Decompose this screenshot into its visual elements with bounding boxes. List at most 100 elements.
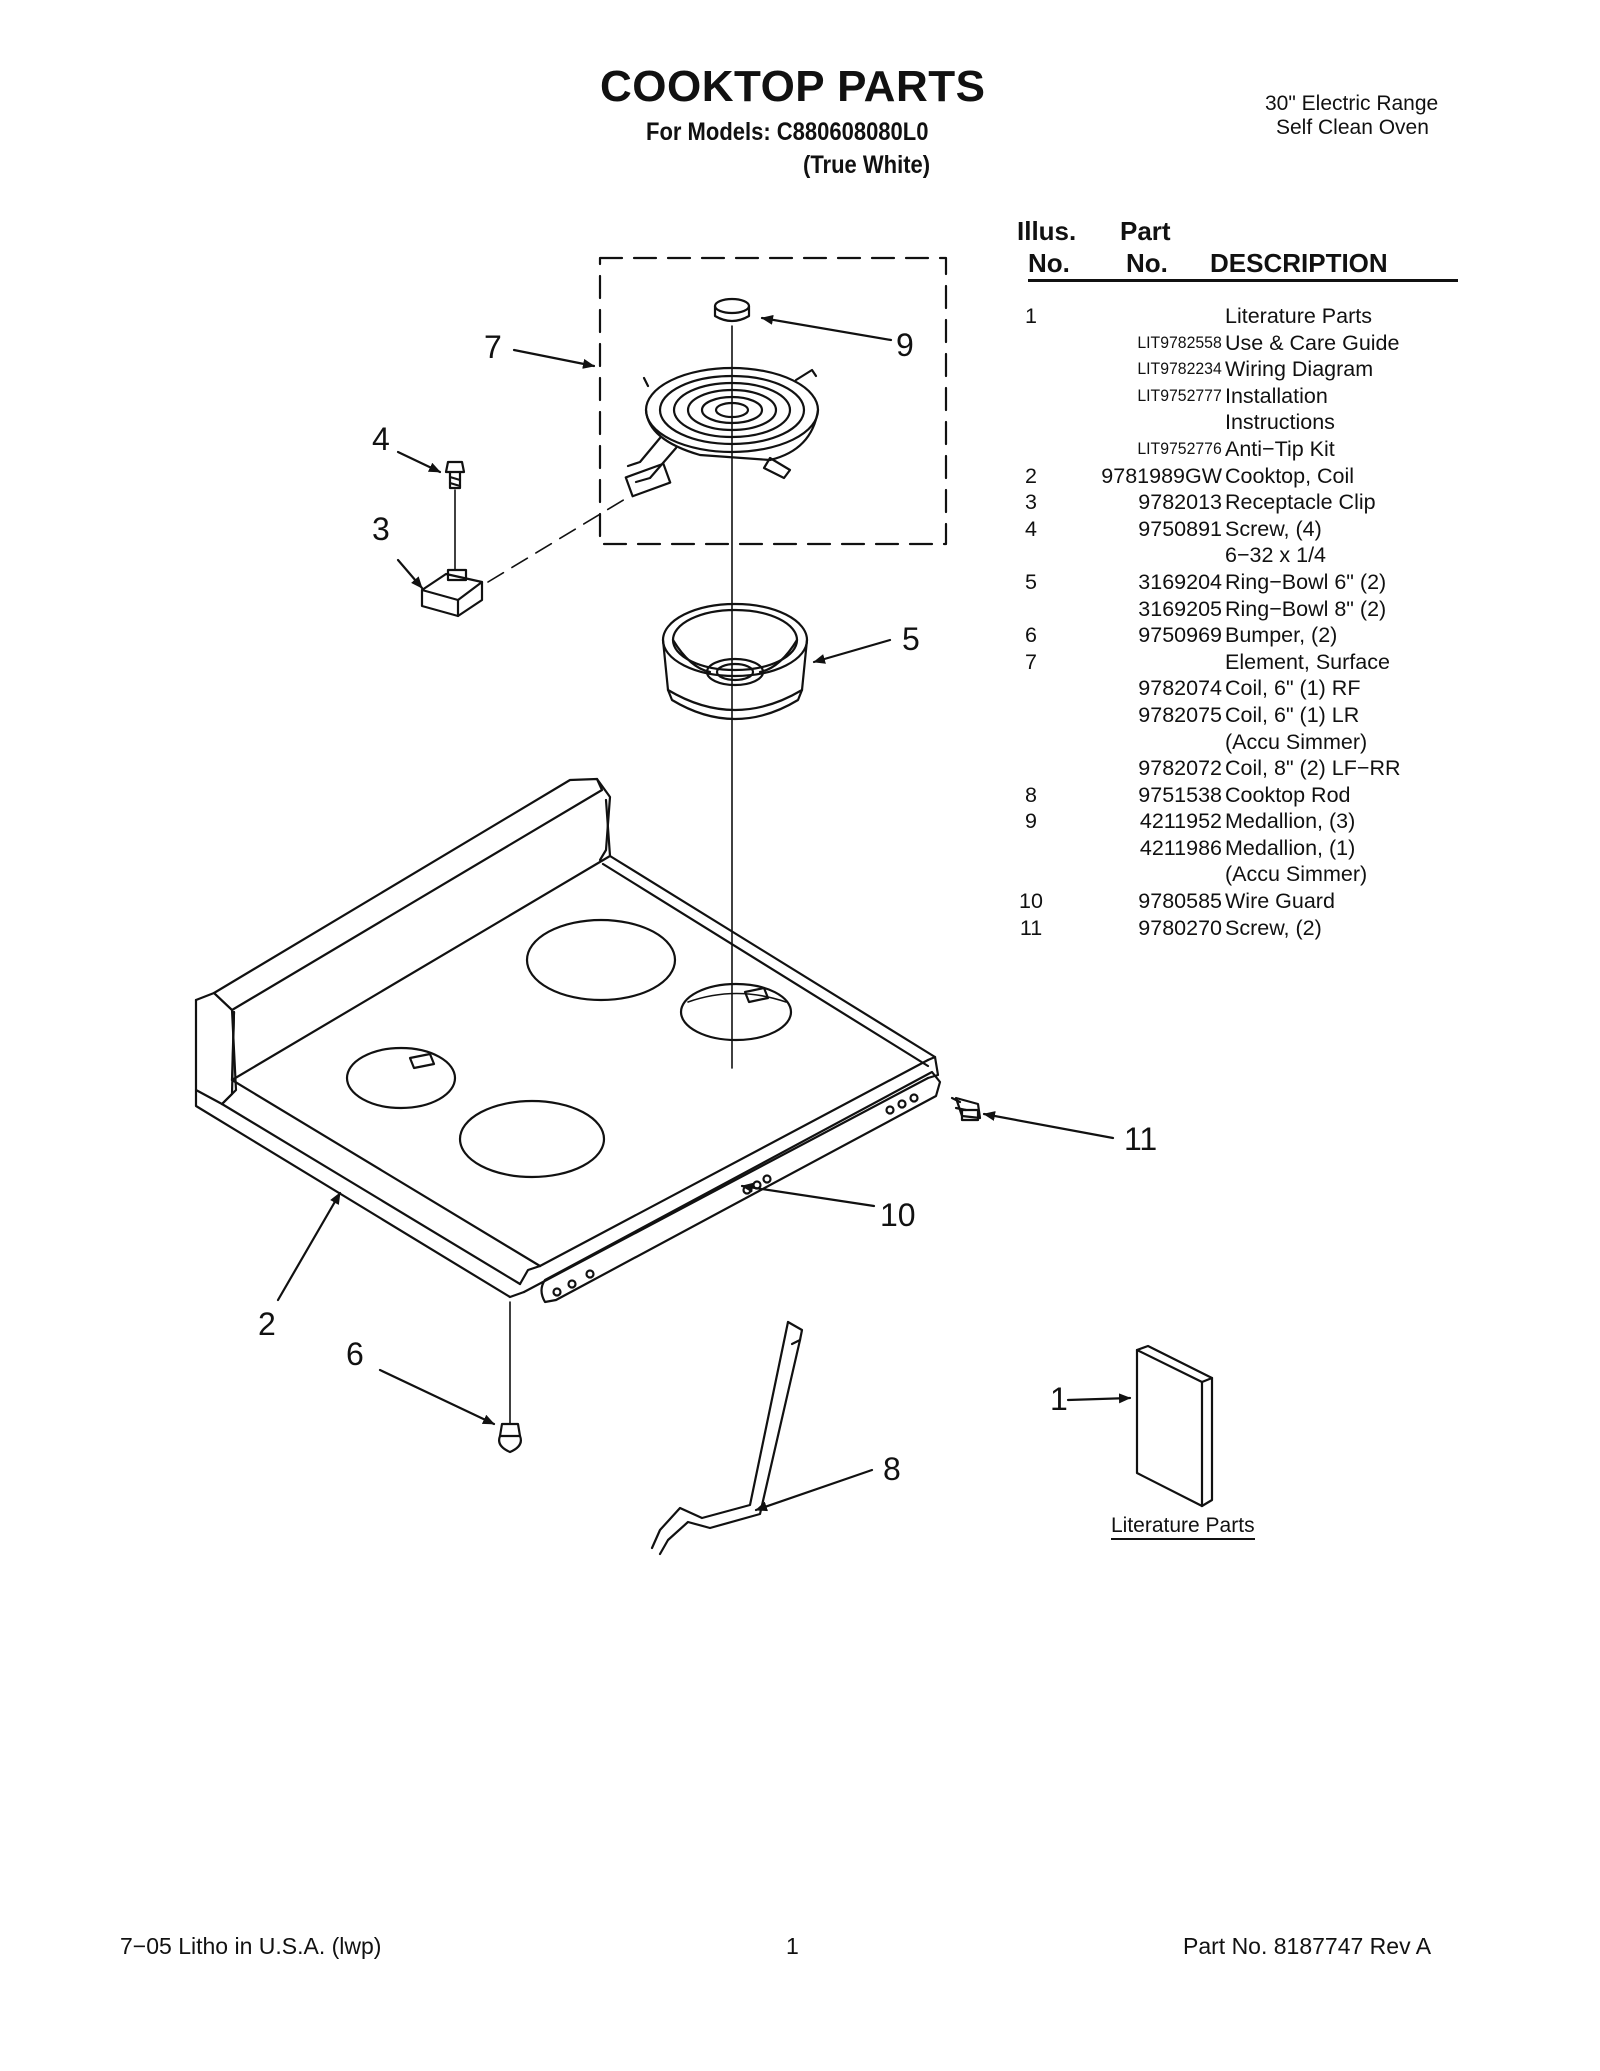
part-number: 9780585 <box>1138 889 1222 914</box>
part-description: Instructions <box>1225 410 1335 435</box>
illus-number: 1 <box>1025 304 1037 328</box>
part-number: 9780270 <box>1138 915 1222 940</box>
part-description: Ring−Bowl 8" (2) <box>1225 596 1387 621</box>
leader-7 <box>512 348 596 369</box>
part-number: LIT9752777 <box>1137 385 1222 405</box>
part-number: 4211952 <box>1139 809 1222 834</box>
part-description: Installation <box>1225 383 1328 408</box>
part-description: Coil, 6" (1) LR <box>1225 702 1360 727</box>
part-description: Cooktop Rod <box>1225 782 1351 807</box>
part-description: Screw, (4) <box>1225 516 1322 541</box>
footer-litho: 7−05 Litho in U.S.A. (lwp) <box>120 1933 382 1959</box>
part-number: 9750891 <box>1138 516 1222 541</box>
leader-11 <box>982 1111 1115 1140</box>
part-description: Use & Care Guide <box>1225 330 1400 355</box>
receptacle-clip <box>420 568 484 618</box>
models-line: For Models: C880608080L0 <box>646 118 929 146</box>
parts-row: 6−32 x 1/4 <box>1010 542 1480 569</box>
part-number: 9750969 <box>1138 623 1222 648</box>
literature-booklet <box>1135 1344 1214 1508</box>
callout-11: 11 <box>1124 1121 1157 1157</box>
cooktop-panel <box>194 777 940 1299</box>
cooktop-rod <box>650 1320 804 1556</box>
part-description: Medallion, (3) <box>1225 809 1356 834</box>
leader-10 <box>740 1182 876 1208</box>
leader-2 <box>276 1191 342 1302</box>
page-number: 1 <box>786 1933 799 1959</box>
callout-7: 7 <box>484 329 502 365</box>
wire-guard <box>540 1070 942 1304</box>
part-number: 3169205 <box>1138 596 1222 621</box>
part-description: Bumper, (2) <box>1225 623 1338 648</box>
part-description: Cooktop, Coil <box>1225 463 1355 488</box>
illus-number: 5 <box>1025 569 1037 594</box>
page-title: COOKTOP PARTS <box>600 62 986 111</box>
part-number: LIT9752776 <box>1137 438 1222 458</box>
literature-parts-caption: Literature Parts <box>1111 1514 1255 1540</box>
range-type-line: 30" Electric Range <box>1265 92 1439 115</box>
part-number: 4211986 <box>1139 835 1222 860</box>
color-line: (True White) <box>803 151 931 179</box>
bumper <box>498 1422 522 1454</box>
part-number: 9782013 <box>1138 490 1222 515</box>
illus-number: 3 <box>1025 490 1037 515</box>
medallion-cap <box>713 297 751 323</box>
illus-number: 2 <box>1025 463 1037 488</box>
col-illus-header-2: No. <box>1028 248 1070 278</box>
table-header-rule <box>1028 279 1458 282</box>
callout-4: 4 <box>372 421 390 457</box>
oven-type-line: Self Clean Oven <box>1276 116 1429 139</box>
callout-10: 10 <box>880 1197 916 1233</box>
col-part-header-2: No. <box>1126 248 1168 278</box>
leader-3 <box>396 558 424 590</box>
part-number: 9782072 <box>1138 756 1222 781</box>
part-description: Literature Parts <box>1225 304 1372 328</box>
part-description: (Accu Simmer) <box>1225 862 1368 887</box>
part-description: Wire Guard <box>1225 889 1335 914</box>
leader-1 <box>1066 1393 1132 1404</box>
callout-1: 1 <box>1050 1381 1068 1417</box>
parts-row: (Accu Simmer) <box>1010 729 1480 756</box>
part-number: 3169204 <box>1138 569 1222 594</box>
part-description: Wiring Diagram <box>1225 357 1374 382</box>
illus-number: 8 <box>1025 782 1037 807</box>
parts-row: Instructions <box>1010 409 1480 436</box>
callout-8: 8 <box>883 1451 901 1487</box>
part-number: LIT9782558 <box>1137 332 1222 352</box>
callout-5: 5 <box>902 621 920 657</box>
clip-screw <box>444 460 466 490</box>
part-description: Coil, 6" (1) RF <box>1225 676 1361 701</box>
part-number: 9781989GW <box>1101 463 1222 488</box>
callout-6: 6 <box>346 1336 364 1372</box>
part-description: Screw, (2) <box>1225 915 1322 940</box>
col-description-header: DESCRIPTION <box>1210 248 1388 278</box>
illus-number: 4 <box>1025 516 1037 541</box>
callout-3: 3 <box>372 511 390 547</box>
callout-2: 2 <box>258 1306 276 1342</box>
ring-bowl <box>661 602 809 721</box>
illus-number: 10 <box>1019 889 1043 914</box>
part-description: (Accu Simmer) <box>1225 729 1368 754</box>
element-assembly-box <box>598 256 948 546</box>
part-description: Ring−Bowl 6" (2) <box>1225 569 1387 594</box>
part-number: 9782075 <box>1138 702 1222 727</box>
illus-number: 9 <box>1025 809 1037 834</box>
part-number: 9751538 <box>1138 782 1222 807</box>
col-part-header-1: Part <box>1120 216 1171 246</box>
